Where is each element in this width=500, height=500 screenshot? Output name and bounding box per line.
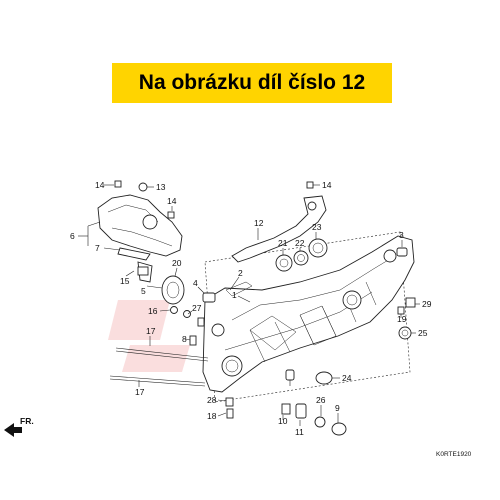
- callout-19: 19: [397, 314, 407, 324]
- leader-lines: [78, 184, 420, 426]
- callout-22: 22: [295, 238, 305, 248]
- front-label: FR.: [20, 416, 34, 426]
- callout-6: 6: [70, 231, 75, 241]
- callout-29: 29: [422, 299, 432, 309]
- callout-17a: 17: [146, 326, 156, 336]
- callout-27: 27: [192, 303, 202, 313]
- callout-16: 16: [148, 306, 158, 316]
- stud-bolts: [109, 347, 209, 387]
- callout-3: 3: [399, 230, 404, 240]
- gasket: [225, 281, 253, 297]
- callout-labels: 14 13 14 14 6 7 12 21 22 23 3 15 5 20 2 …: [70, 180, 432, 437]
- callout-18: 18: [207, 411, 217, 421]
- callout-20: 20: [172, 258, 182, 268]
- callout-14b: 14: [322, 180, 332, 190]
- callout-12: 12: [254, 218, 264, 228]
- part-number-banner: Na obrázku díl číslo 12: [112, 63, 392, 103]
- callout-15: 15: [120, 276, 130, 286]
- callout-10: 10: [278, 416, 288, 426]
- callout-21: 21: [278, 238, 288, 248]
- callout-17b: 17: [135, 387, 145, 397]
- diagram-code: K0RTE1920: [436, 451, 472, 458]
- fasteners: [114, 180, 416, 436]
- oil-seal: [161, 275, 185, 305]
- callout-4: 4: [193, 278, 198, 288]
- callout-9: 9: [335, 403, 340, 413]
- dowel-pin: [202, 292, 216, 303]
- crankcase-left: [202, 235, 415, 393]
- callout-11: 11: [295, 427, 304, 437]
- callout-1: 1: [232, 290, 237, 300]
- callout-28: 28: [207, 395, 217, 405]
- callout-14a: 14: [95, 180, 105, 190]
- callout-14c: 14: [167, 196, 177, 206]
- callout-25: 25: [418, 328, 428, 338]
- callout-23: 23: [312, 222, 322, 232]
- bearings: [275, 238, 328, 272]
- front-direction-arrow: FR.: [4, 416, 34, 437]
- banner-text: Na obrázku díl číslo 12: [138, 71, 366, 94]
- callout-8: 8: [182, 334, 187, 344]
- callout-24: 24: [342, 373, 352, 383]
- callout-26: 26: [316, 395, 326, 405]
- callout-5: 5: [141, 286, 146, 296]
- callout-2: 2: [238, 268, 243, 278]
- air-guide-bracket: [231, 195, 327, 263]
- callout-13: 13: [156, 182, 166, 192]
- callout-7: 7: [95, 243, 100, 253]
